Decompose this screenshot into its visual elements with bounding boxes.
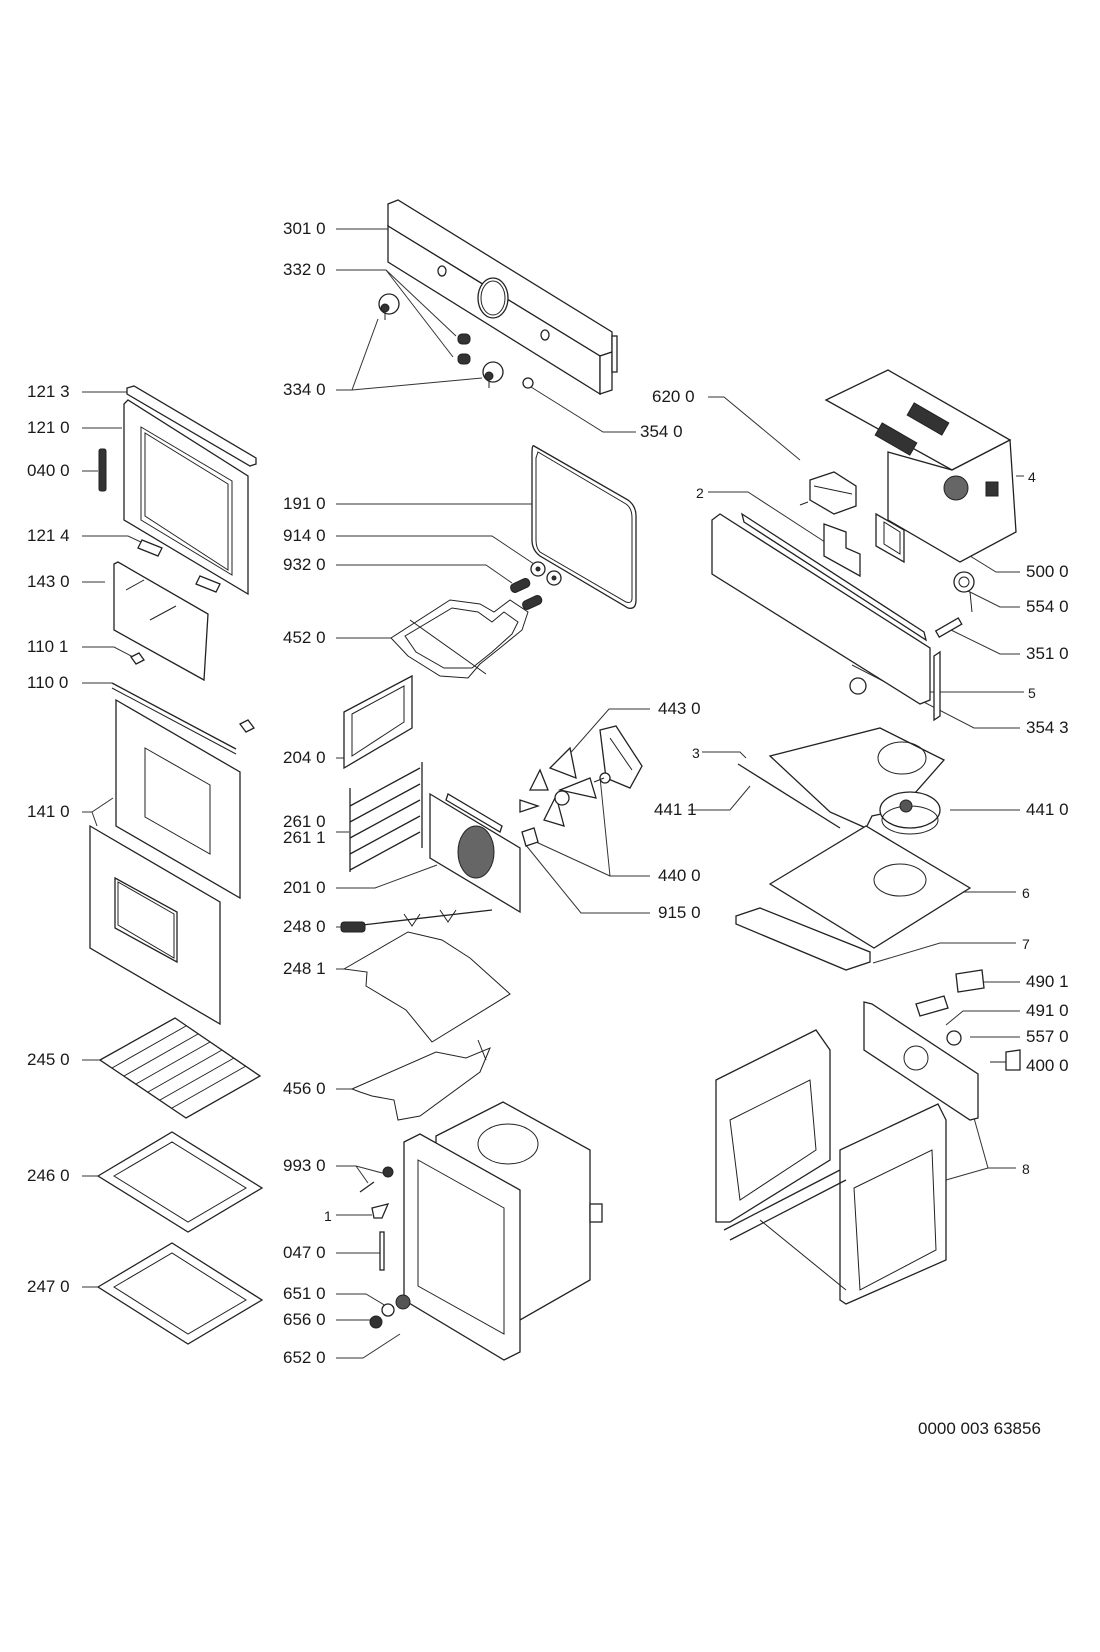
control-bracket-part xyxy=(711,512,941,722)
label-2: 2 xyxy=(696,485,704,501)
selector-switch-part xyxy=(799,471,857,515)
label-6: 6 xyxy=(1022,885,1030,901)
baking-tray-part xyxy=(96,1131,264,1233)
inner-glass-part xyxy=(113,561,209,682)
label-490-1: 490 1 xyxy=(1026,972,1069,991)
housing-frame-part xyxy=(715,1029,947,1305)
document-number: 0000 003 63856 xyxy=(918,1419,1041,1438)
label-121-3: 121 3 xyxy=(27,382,70,401)
label-5: 5 xyxy=(1028,685,1036,701)
oven-cavity-part xyxy=(403,1101,603,1361)
label-452-0: 452 0 xyxy=(283,628,326,647)
label-110-0: 110 0 xyxy=(27,673,69,692)
label-354-0: 354 0 xyxy=(640,422,683,441)
label-121-4: 121 4 xyxy=(27,526,70,545)
label-656-0: 656 0 xyxy=(283,1310,326,1329)
knobs-part xyxy=(378,293,534,389)
label-4: 4 xyxy=(1028,469,1036,485)
label-121-0: 121 0 xyxy=(27,418,70,437)
label-248-1: 248 1 xyxy=(283,959,326,978)
small-fittings-part xyxy=(359,1166,411,1329)
label-204-0: 204 0 xyxy=(283,748,326,767)
label-1: 1 xyxy=(324,1208,332,1224)
label-110-1: 110 1 xyxy=(27,637,69,656)
door-seal-part xyxy=(531,445,637,609)
label-245-0: 245 0 xyxy=(27,1050,70,1069)
label-3: 3 xyxy=(692,745,700,761)
label-351-0: 351 0 xyxy=(1026,644,1069,663)
label-040-0: 040 0 xyxy=(27,461,70,480)
deep-tray-part xyxy=(96,1242,264,1345)
label-443-0: 443 0 xyxy=(658,699,701,718)
rotisserie-frame-part xyxy=(342,931,511,1043)
convection-fan-part xyxy=(519,746,597,847)
fan-cover-part xyxy=(429,792,521,914)
label-400-0: 400 0 xyxy=(1026,1056,1069,1075)
label-261-0: 261 0 xyxy=(283,812,326,831)
control-panel-part xyxy=(387,199,618,396)
label-354-3: 354 3 xyxy=(1026,718,1069,737)
label-047-0: 047 0 xyxy=(283,1243,326,1262)
blower-fan-part xyxy=(879,791,941,835)
label-261-1: 261 1 xyxy=(283,828,326,847)
label-441-1: 441 1 xyxy=(654,800,697,819)
label-7: 7 xyxy=(1022,936,1030,952)
leader-lines xyxy=(82,228,1024,1359)
top-cover-part xyxy=(824,369,1017,563)
timer-part xyxy=(849,571,975,695)
shelf-runners-part xyxy=(349,762,423,872)
label-247-0: 247 0 xyxy=(27,1277,70,1296)
label-500-0: 500 0 xyxy=(1026,562,1069,581)
bottom-element-part xyxy=(350,1039,491,1121)
label-248-0: 248 0 xyxy=(283,917,326,936)
label-932-0: 932 0 xyxy=(283,555,326,574)
label-620-0: 620 0 xyxy=(652,387,695,406)
label-456-0: 456 0 xyxy=(283,1079,326,1098)
label-334-0: 334 0 xyxy=(283,380,326,399)
label-652-0: 652 0 xyxy=(283,1348,326,1367)
rotisserie-part xyxy=(340,909,493,933)
hinge-rod-part xyxy=(111,682,255,755)
back-panel-part xyxy=(343,674,413,770)
label-191-0: 191 0 xyxy=(283,494,326,513)
lamp-parts xyxy=(510,561,562,610)
label-491-0: 491 0 xyxy=(1026,1001,1069,1020)
electrical-parts xyxy=(915,969,1021,1071)
label-246-0: 246 0 xyxy=(27,1166,70,1185)
outer-door-part xyxy=(89,698,241,1026)
wire-rack-part xyxy=(98,1017,262,1119)
label-332-0: 332 0 xyxy=(283,260,326,279)
label-914-0: 914 0 xyxy=(283,526,326,545)
fan-motor-part xyxy=(593,725,643,789)
rear-panel-part xyxy=(863,1001,979,1121)
label-554-0: 554 0 xyxy=(1026,597,1069,616)
label-141-0: 141 0 xyxy=(27,802,70,821)
label-441-0: 441 0 xyxy=(1026,800,1069,819)
label-143-0: 143 0 xyxy=(27,572,70,591)
label-557-0: 557 0 xyxy=(1026,1027,1069,1046)
label-993-0: 993 0 xyxy=(283,1156,326,1175)
label-301-0: 301 0 xyxy=(283,219,326,238)
lower-cover-part xyxy=(735,907,871,971)
label-440-0: 440 0 xyxy=(658,866,701,885)
door-frame-part xyxy=(98,385,257,596)
label-8: 8 xyxy=(1022,1161,1030,1177)
grill-element-part xyxy=(390,599,529,679)
label-201-0: 201 0 xyxy=(283,878,326,897)
bottom-plate-part xyxy=(768,825,972,949)
label-651-0: 651 0 xyxy=(283,1284,326,1303)
label-915-0: 915 0 xyxy=(658,903,701,922)
